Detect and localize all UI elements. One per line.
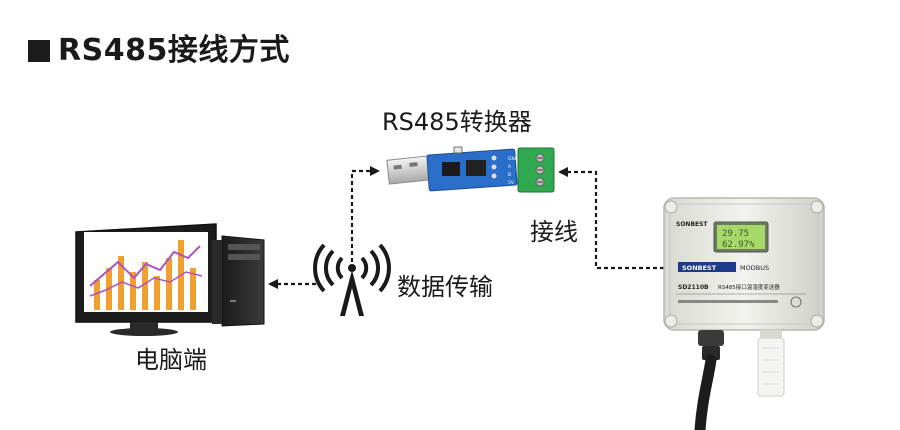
- device-brand: SONBEST: [676, 221, 708, 228]
- cable-gland-icon: [694, 330, 724, 430]
- device-protocol: MODBUS: [740, 264, 769, 272]
- device-product-name: RS485接口温湿度变送器: [718, 283, 780, 291]
- computer-icon: [75, 223, 265, 336]
- screen-chart-icon: [89, 240, 203, 310]
- wireless-label: 数据传输: [397, 273, 493, 301]
- transmitter-device: SONBEST 29.75 62.97% SONBEST MODBUS SD21…: [663, 197, 825, 430]
- terminal-block-icon: [517, 147, 555, 193]
- device-model: SD2110B: [678, 284, 709, 291]
- dashed-line-antenna-to-converter: [350, 166, 380, 262]
- connection-lines: [268, 166, 664, 289]
- terminal-label-a: A: [508, 164, 512, 170]
- device-nameplate: SONBEST MODBUS SD2110B RS485接口温湿度变送器: [676, 262, 806, 308]
- rs485-converter-device: GND A B 5V: [386, 146, 555, 193]
- antenna-icon: [313, 243, 391, 316]
- tower-icon: [212, 235, 265, 327]
- heading-square-icon: [28, 40, 50, 62]
- lcd-temperature: 29.75: [722, 229, 749, 239]
- terminal-label-b: B: [508, 172, 511, 178]
- sensor-probe-icon: [757, 330, 785, 397]
- usb-plug-icon: [386, 155, 432, 185]
- lcd-display: 29.75 62.97%: [713, 221, 769, 253]
- device-brand-badge: SONBEST: [682, 264, 717, 272]
- heading-title: RS485接线方式: [58, 33, 290, 68]
- dashed-line-device-to-converter: [558, 167, 664, 270]
- terminal-label-5v: 5V: [508, 180, 515, 186]
- monitor-icon: [75, 223, 217, 336]
- converter-label: RS485转换器: [382, 108, 532, 136]
- lcd-humidity: 62.97%: [722, 240, 755, 250]
- computer-label: 电脑端: [135, 346, 207, 374]
- wiring-label: 接线: [530, 218, 578, 246]
- converter-board-icon: GND A B 5V: [426, 146, 519, 192]
- section-heading: RS485接线方式: [28, 36, 290, 66]
- terminal-label-gnd: GND: [508, 156, 519, 162]
- transmitter-enclosure-icon: [663, 197, 825, 331]
